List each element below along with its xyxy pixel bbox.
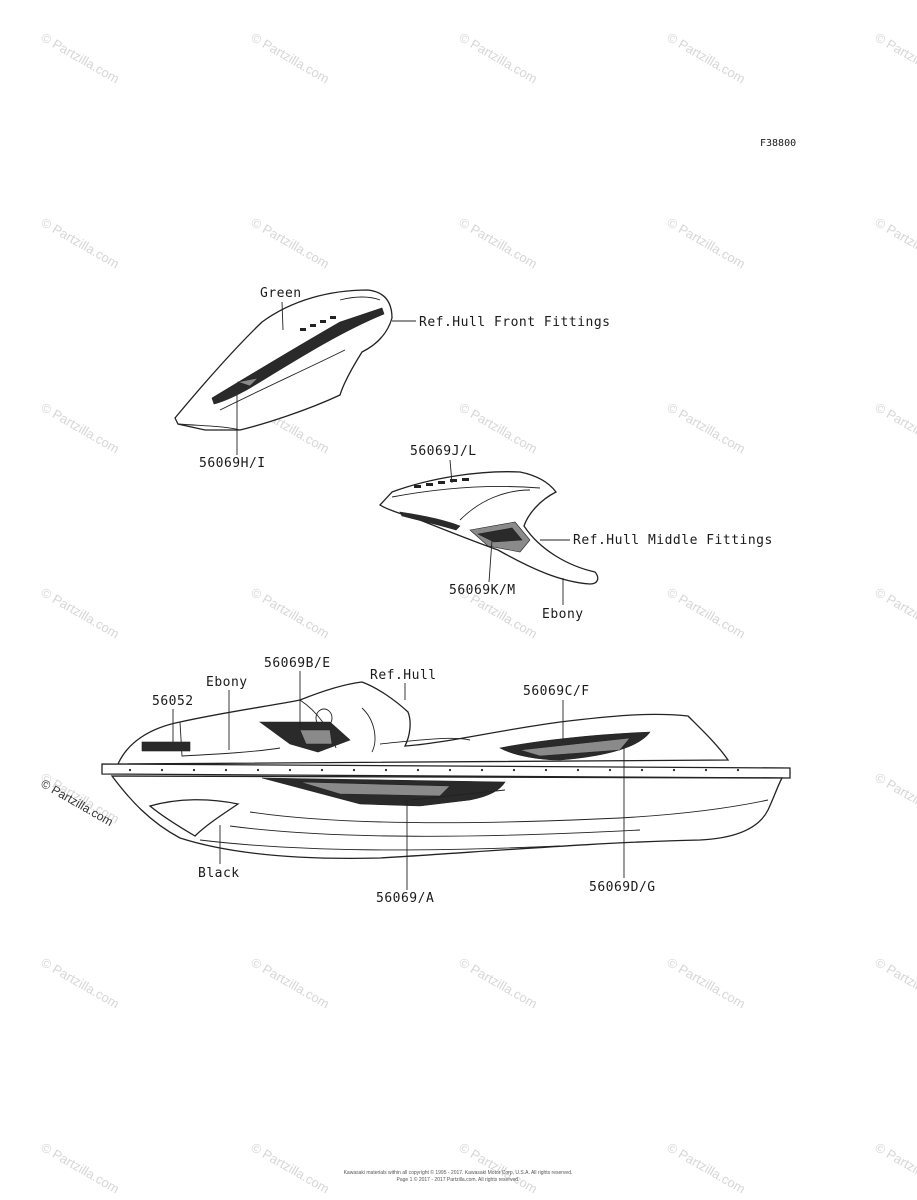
watermark-text: © Partzilla.com [457, 215, 540, 272]
rivet-dot [480, 768, 484, 772]
watermark-text: © Partzilla.com [665, 215, 748, 272]
copyright-line-2: Page 1 © 2017 - 2017 Partzilla.com. All … [397, 1176, 520, 1183]
hull-decal-right-label: 56069C/F [523, 684, 590, 699]
watermark-text: © Partzilla.com [457, 955, 540, 1012]
middle-fitting-color-label: Ebony [542, 607, 584, 622]
front-fitting-ref-label: Ref.Hull Front Fittings [419, 315, 611, 330]
watermark-text: © Partzilla.com [665, 400, 748, 457]
watermark-text: © Partzilla.com [665, 1140, 748, 1197]
watermark-text: © Partzilla.com [665, 30, 748, 87]
middle-fitting-bottom-decal-leader [488, 539, 493, 583]
rivet-dot [448, 768, 452, 772]
watermark-text: © Partzilla.com [39, 585, 122, 642]
rivet-dot [320, 768, 324, 772]
figure-code: F38800 [760, 138, 796, 149]
rivet-dot [224, 768, 228, 772]
watermark-text: © Partzilla.com [39, 400, 122, 457]
front-fitting-stripe-marks [300, 316, 336, 331]
hull-black-label: Black [198, 866, 240, 881]
watermark-text: © Partzilla.com [39, 215, 122, 272]
hull-decal-left-label: 56069B/E [264, 656, 331, 671]
watermark-text: © Partzilla.com [665, 585, 748, 642]
middle-fitting-bottom-decal-label: 56069K/M [449, 583, 516, 598]
rivet-dot [544, 768, 548, 772]
rivet-dot [384, 768, 388, 772]
rivet-dot [256, 768, 260, 772]
watermark-text: © Partzilla.com [39, 1140, 122, 1197]
watermark-text: © Partzilla.com [873, 955, 917, 1012]
rivet-dot [512, 768, 516, 772]
watermark-text: © Partzilla.com [457, 1140, 540, 1197]
front-fitting-decal-label: 56069H/I [199, 456, 266, 471]
hull-badge-label: 56052 [152, 694, 194, 709]
hull-decal-side-label: 56069D/G [589, 880, 656, 895]
hull-part[interactable] [101, 681, 791, 860]
rivet-dot [704, 768, 708, 772]
rivet-dot [128, 768, 132, 772]
rivet-dot [672, 768, 676, 772]
rivet-dot [608, 768, 612, 772]
watermark-layer: © Partzilla.com © Partzilla.com © Partzill… [39, 30, 917, 1197]
rivet-dot [192, 768, 196, 772]
watermark-text: © Partzilla.com [873, 585, 917, 642]
middle-fitting-ref-label: Ref.Hull Middle Fittings [573, 533, 773, 548]
watermark-text: © Partzilla.com [249, 1140, 332, 1197]
copyright-line-1: Kawasaki materials within all copyright … [344, 1169, 573, 1176]
watermark-text: © Partzilla.com [39, 955, 122, 1012]
rivet-dot [736, 768, 740, 772]
watermark-text: © Partzilla.com [249, 30, 332, 87]
rivet-dot [640, 768, 644, 772]
middle-fitting-top-marks [414, 478, 469, 488]
rivet-dot [416, 768, 420, 772]
watermark-text: © Partzilla.com [39, 30, 122, 87]
rivet-dot [160, 768, 164, 772]
hull-decal-main-label: 56069/A [376, 891, 434, 906]
watermark-text: © Partzilla.com [873, 1140, 917, 1197]
middle-fitting-top-decal-leader [449, 459, 453, 484]
front-fitting-part[interactable] [174, 289, 393, 431]
watermark-text: © Partzilla.com [873, 400, 917, 457]
hull-ref-label: Ref.Hull [370, 668, 437, 683]
watermark-text: © Partzilla.com [665, 955, 748, 1012]
watermark-text: © Partzilla.com [249, 215, 332, 272]
watermark-text: © Partzilla.com [457, 30, 540, 87]
front-fitting-color-label: Green [260, 286, 302, 301]
rivet-dot [576, 768, 580, 772]
rivet-dot [288, 768, 292, 772]
watermark-text: © Partzilla.com [249, 585, 332, 642]
watermark-text: © Partzilla.com [873, 770, 917, 827]
rivet-dot [352, 768, 356, 772]
watermark-text: © Partzilla.com [873, 215, 917, 272]
middle-fitting-top-decal-label: 56069J/L [410, 444, 477, 459]
watermark-text: © Partzilla.com [249, 955, 332, 1012]
front-fitting-color-leader [281, 301, 284, 331]
watermark-text: © Partzilla.com [873, 30, 917, 87]
hull-rivets [128, 768, 740, 772]
hull-ebony-label: Ebony [206, 675, 248, 690]
middle-fitting-part[interactable] [378, 471, 599, 585]
